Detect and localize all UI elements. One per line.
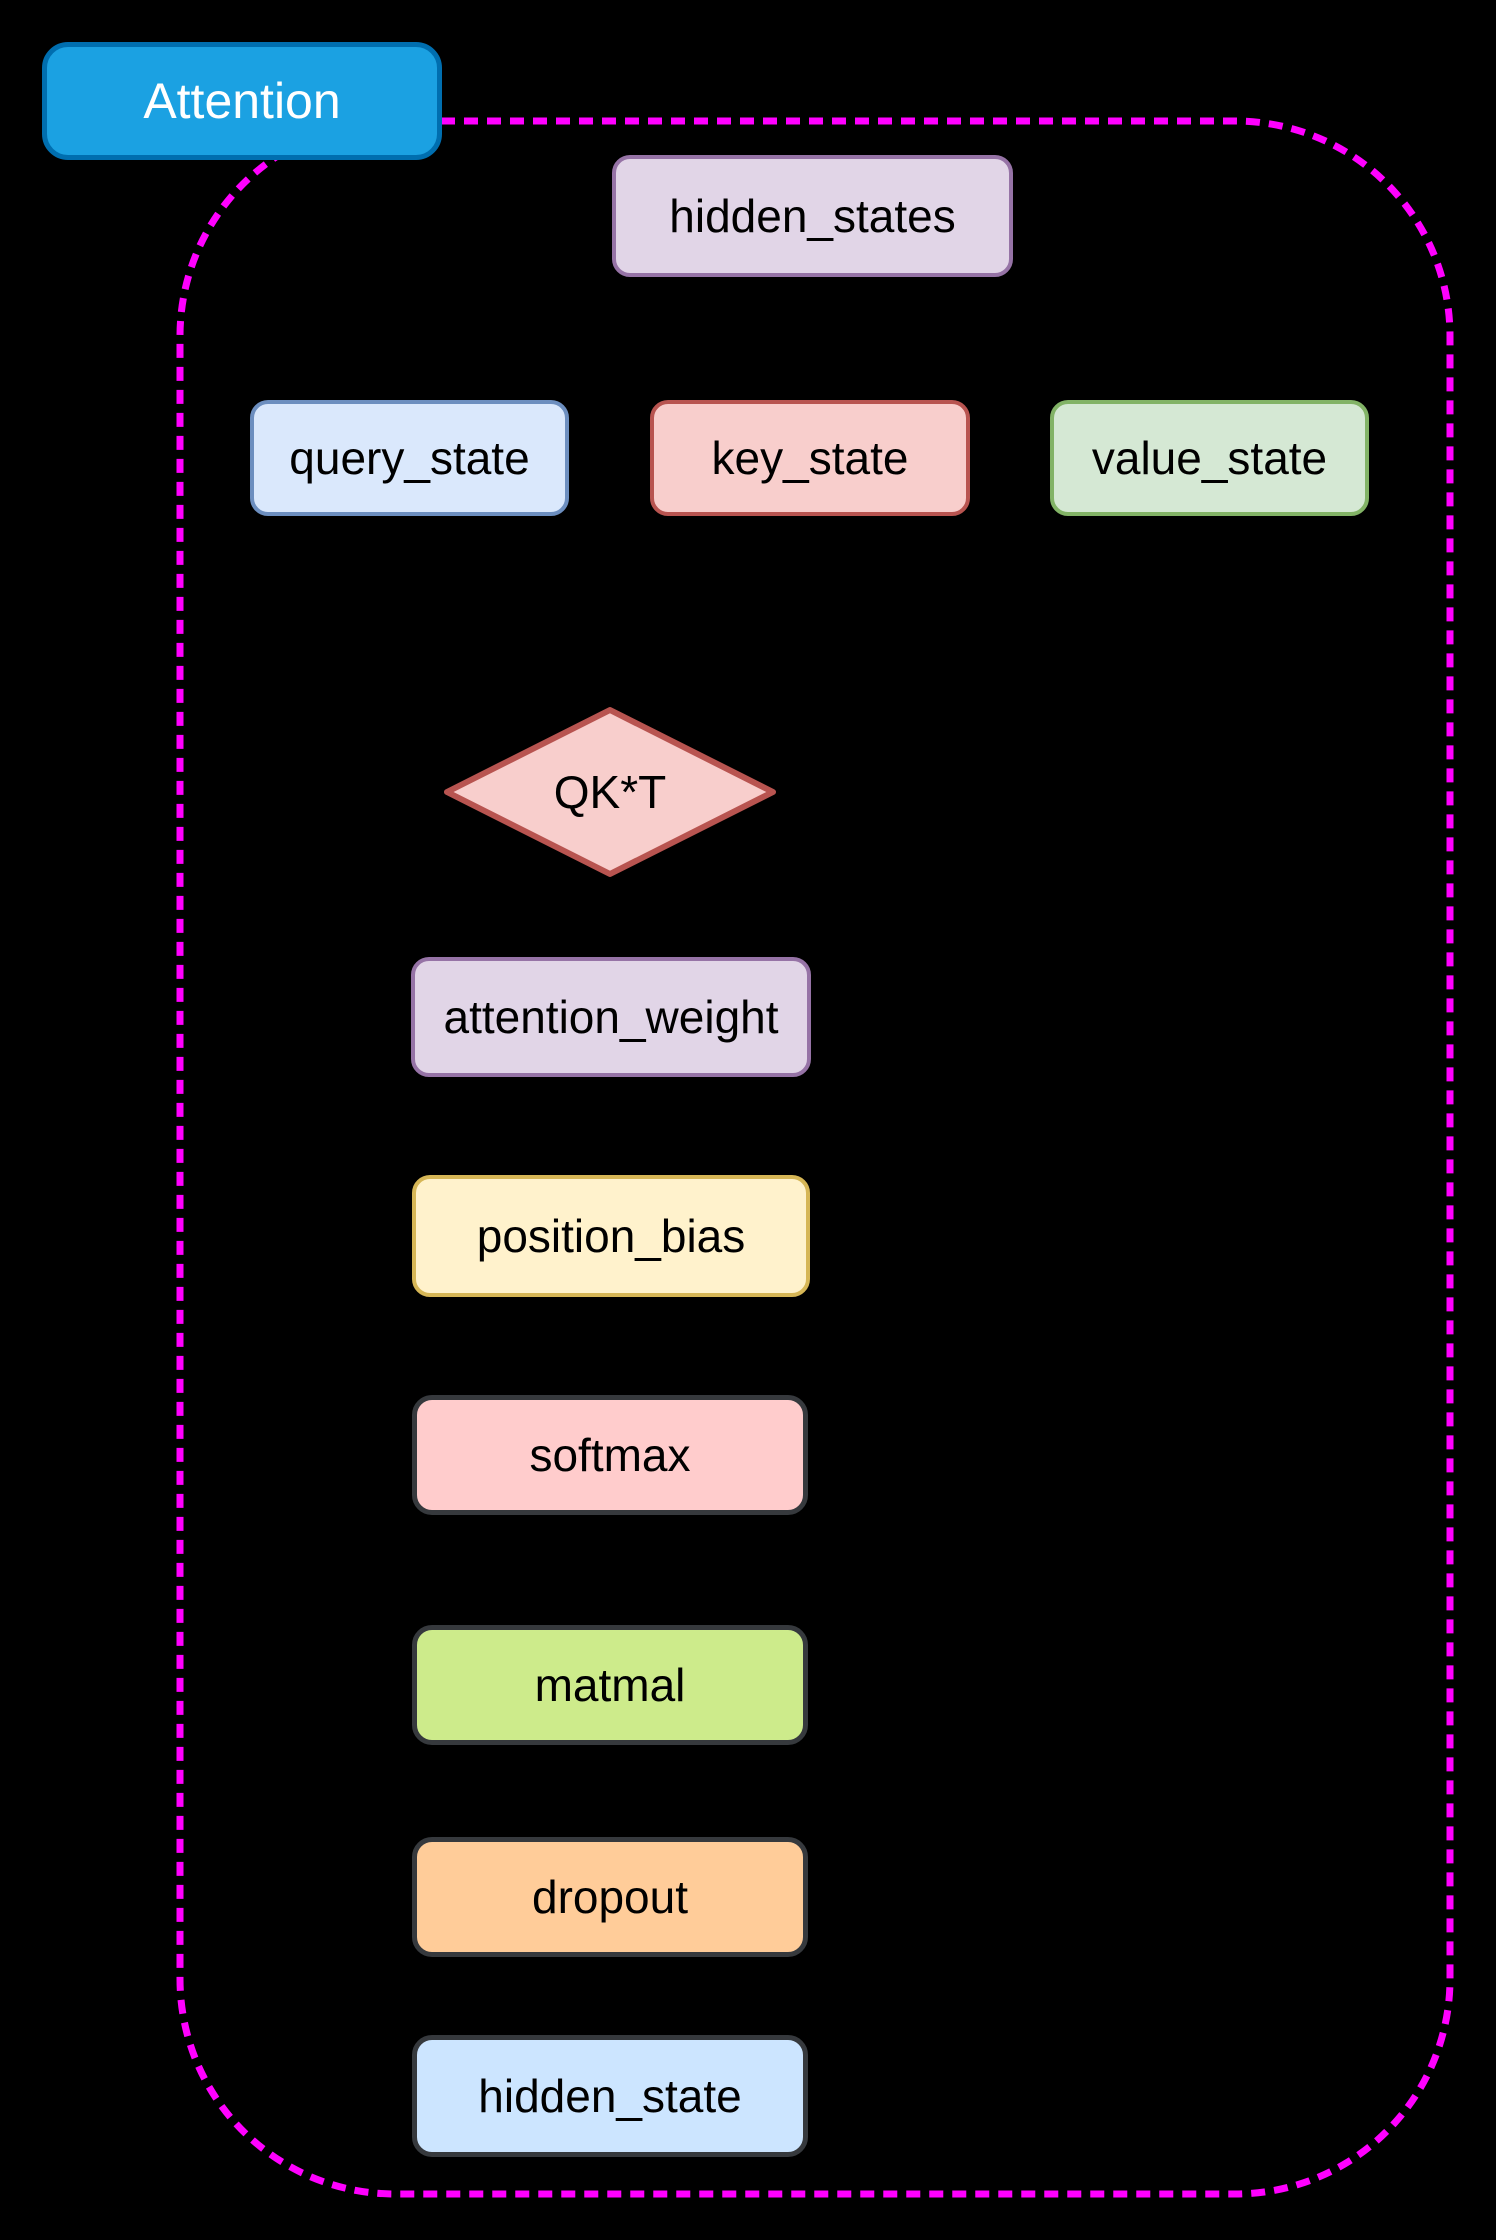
node-softmax: softmax bbox=[412, 1395, 808, 1515]
node-position-bias: position_bias bbox=[412, 1175, 810, 1297]
node-query-state: query_state bbox=[250, 400, 569, 516]
qkt-diamond-shape bbox=[444, 707, 776, 877]
attention-group-title: Attention bbox=[42, 42, 442, 160]
node-dropout: dropout bbox=[412, 1837, 808, 1957]
node-hidden-states: hidden_states bbox=[612, 155, 1013, 277]
attention-group-dashed-border bbox=[176, 117, 1454, 2198]
node-matmal: matmal bbox=[412, 1625, 808, 1745]
node-attention-weight: attention_weight bbox=[411, 957, 811, 1077]
node-key-state: key_state bbox=[650, 400, 970, 516]
node-hidden-state: hidden_state bbox=[412, 2035, 808, 2157]
qkt-diamond-label: QK*T bbox=[553, 766, 667, 818]
node-value-state: value_state bbox=[1050, 400, 1369, 516]
